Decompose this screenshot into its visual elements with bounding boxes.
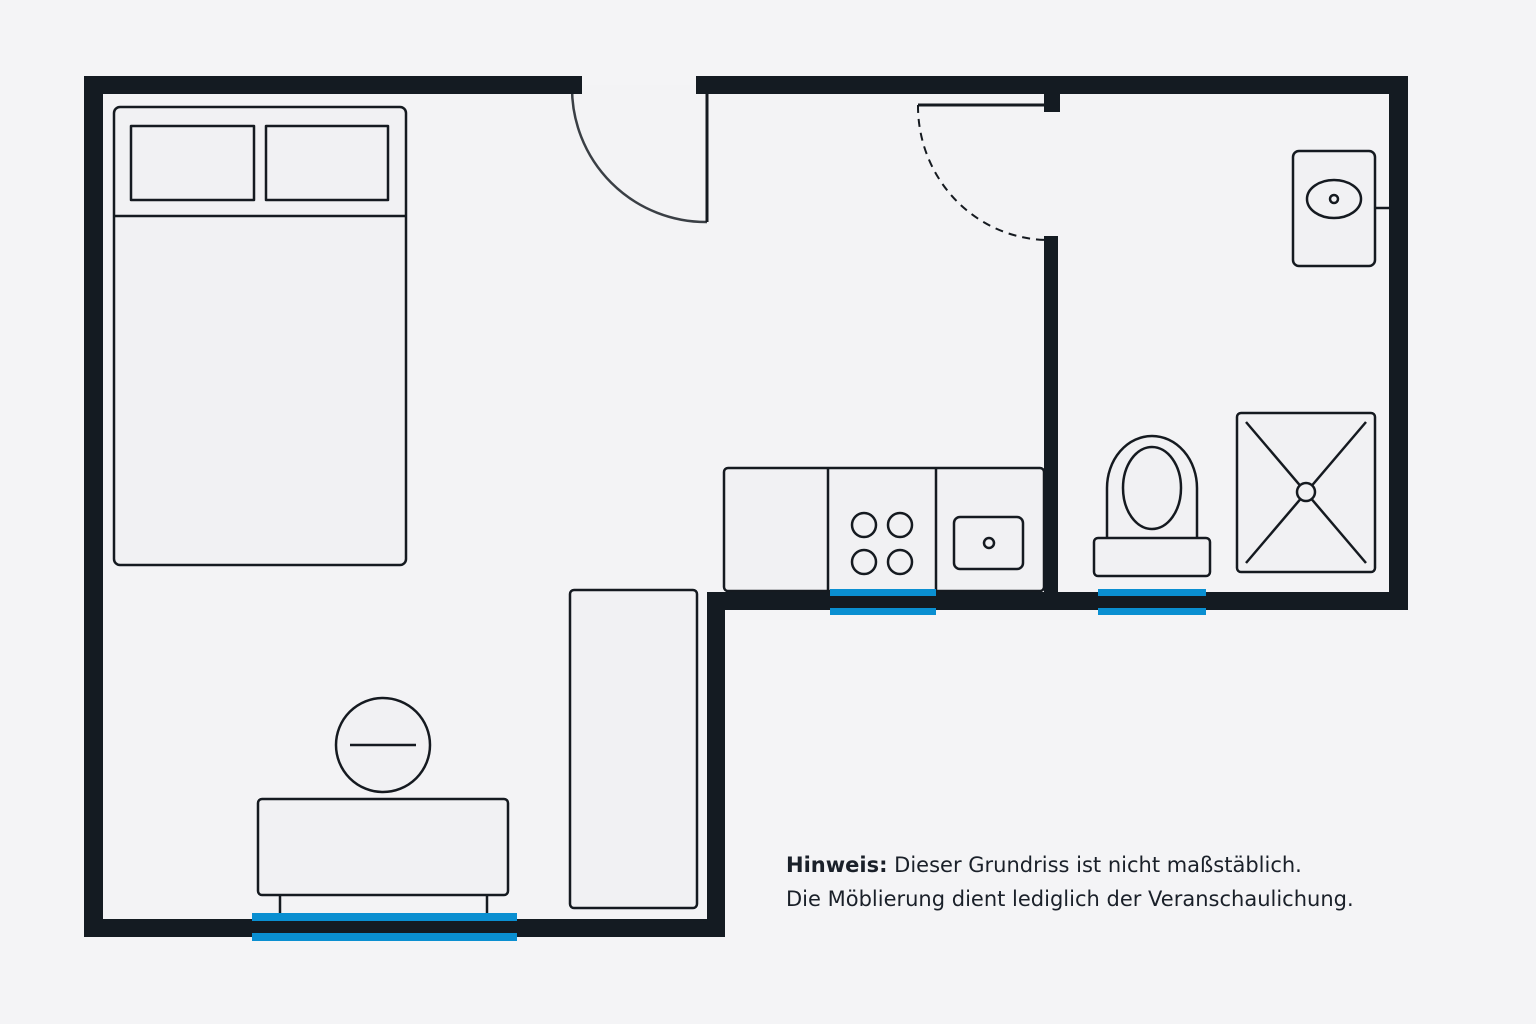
- sideboard-icon: [256, 797, 510, 913]
- wardrobe-icon: [568, 588, 699, 910]
- note-label: Hinweis:: [786, 853, 888, 877]
- note-line-2: Die Möblierung dient lediglich der Veran…: [786, 887, 1354, 911]
- pillow-icon: [129, 124, 256, 202]
- shower-icon: [1235, 411, 1377, 574]
- window-kitchen: [830, 589, 936, 615]
- bed-icon: [112, 105, 408, 567]
- pillow-icon: [264, 124, 390, 202]
- washbasin-icon: [1291, 149, 1389, 268]
- entrance-door: [570, 86, 709, 224]
- window-living-room: [252, 913, 517, 941]
- note-text: Hinweis: Dieser Grundriss ist nicht maßs…: [786, 848, 1506, 916]
- windows: [252, 589, 1206, 941]
- window-bathroom: [1098, 589, 1206, 615]
- walls: [84, 76, 1408, 937]
- kitchen-sink-icon: [952, 515, 1025, 571]
- round-table-icon: [334, 696, 432, 794]
- toilet-icon: [1092, 434, 1212, 578]
- stove-icon: [850, 511, 914, 576]
- note-line-1: Hinweis: Dieser Grundriss ist nicht maßs…: [786, 848, 1506, 882]
- bathroom-door: [916, 103, 1050, 241]
- kitchen-counter: [722, 466, 1046, 593]
- note-line-1-text: Dieser Grundriss ist nicht maßstäblich.: [894, 853, 1302, 877]
